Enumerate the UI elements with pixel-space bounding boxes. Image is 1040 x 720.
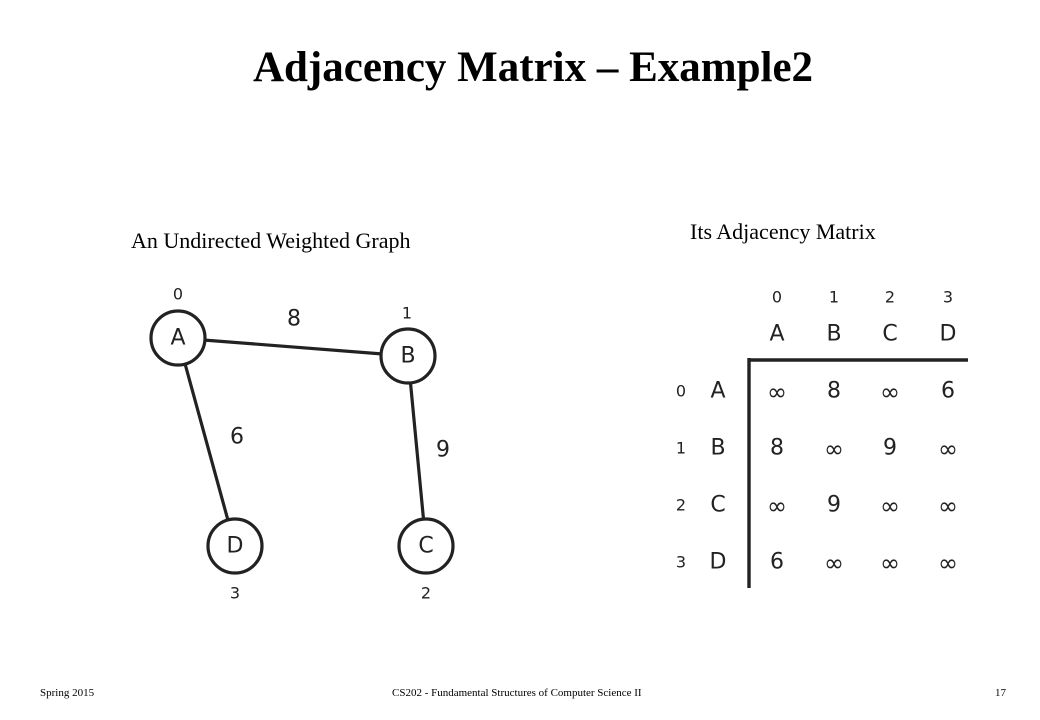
matrix-cell: ∞ (767, 492, 787, 520)
edge-A-D (183, 363, 230, 521)
matrix-cell: ∞ (938, 549, 958, 577)
matrix-cell: 9 (883, 436, 897, 461)
matrix-cell: ∞ (880, 549, 900, 577)
matrix-cell: 8 (770, 436, 784, 461)
node-label-B: B (400, 344, 415, 369)
matrix-row-label: D (710, 550, 727, 575)
matrix-col-index: 1 (829, 288, 839, 307)
matrix-col-label: B (826, 322, 841, 347)
matrix-cell: ∞ (938, 435, 958, 463)
matrix-row-label: A (710, 379, 725, 404)
graph-caption: An Undirected Weighted Graph (131, 228, 411, 253)
matrix-cell: 6 (770, 550, 784, 575)
matrix-row-index: 0 (676, 382, 686, 401)
node-label-D: D (227, 534, 244, 559)
matrix-row-index: 2 (676, 496, 686, 515)
node-index-B: 1 (402, 304, 412, 323)
matrix-col-index: 3 (943, 288, 953, 307)
node-index-A: 0 (173, 285, 183, 304)
node-A (149, 309, 207, 367)
matrix-col-label: C (882, 322, 897, 347)
slide-title: Adjacency Matrix – Example2 (252, 44, 814, 91)
matrix-cell: ∞ (767, 378, 787, 406)
edge-weight-B-C: 9 (436, 438, 450, 463)
edge-weight-A-D: 6 (230, 425, 244, 450)
matrix-cell: 9 (827, 493, 841, 518)
node-C (397, 517, 455, 575)
matrix-cell: 6 (941, 379, 955, 404)
matrix-row-label: C (710, 493, 725, 518)
node-label-C: C (418, 534, 433, 559)
matrix-cell: ∞ (824, 549, 844, 577)
matrix-cell: ∞ (824, 435, 844, 463)
matrix-row-index: 1 (676, 439, 686, 458)
footer-page-number: 17 (995, 687, 1006, 699)
node-label-A: A (170, 326, 185, 351)
node-index-D: 3 (230, 584, 240, 603)
matrix-row-index: 3 (676, 553, 686, 572)
matrix-cell: ∞ (880, 492, 900, 520)
matrix-col-label: A (769, 322, 784, 347)
matrix-row-label: B (710, 436, 725, 461)
edge-B-C (408, 382, 426, 520)
node-D (206, 517, 264, 575)
edge-weight-A-B: 8 (287, 307, 301, 332)
footer-course: CS202 - Fundamental Structures of Comput… (392, 687, 642, 699)
matrix-col-index: 0 (772, 288, 782, 307)
matrix-cell: ∞ (938, 492, 958, 520)
matrix-cell: 8 (827, 379, 841, 404)
matrix-caption: Its Adjacency Matrix (690, 219, 876, 244)
matrix-col-index: 2 (885, 288, 895, 307)
footer-semester: Spring 2015 (40, 687, 95, 699)
matrix-cell: ∞ (880, 378, 900, 406)
node-B (379, 327, 437, 385)
matrix-col-label: D (940, 322, 957, 347)
node-index-C: 2 (421, 584, 431, 603)
graph-diagram: 8 6 9 A 0B 1C 2 D 3 (149, 285, 455, 603)
edge-A-B (204, 338, 382, 356)
